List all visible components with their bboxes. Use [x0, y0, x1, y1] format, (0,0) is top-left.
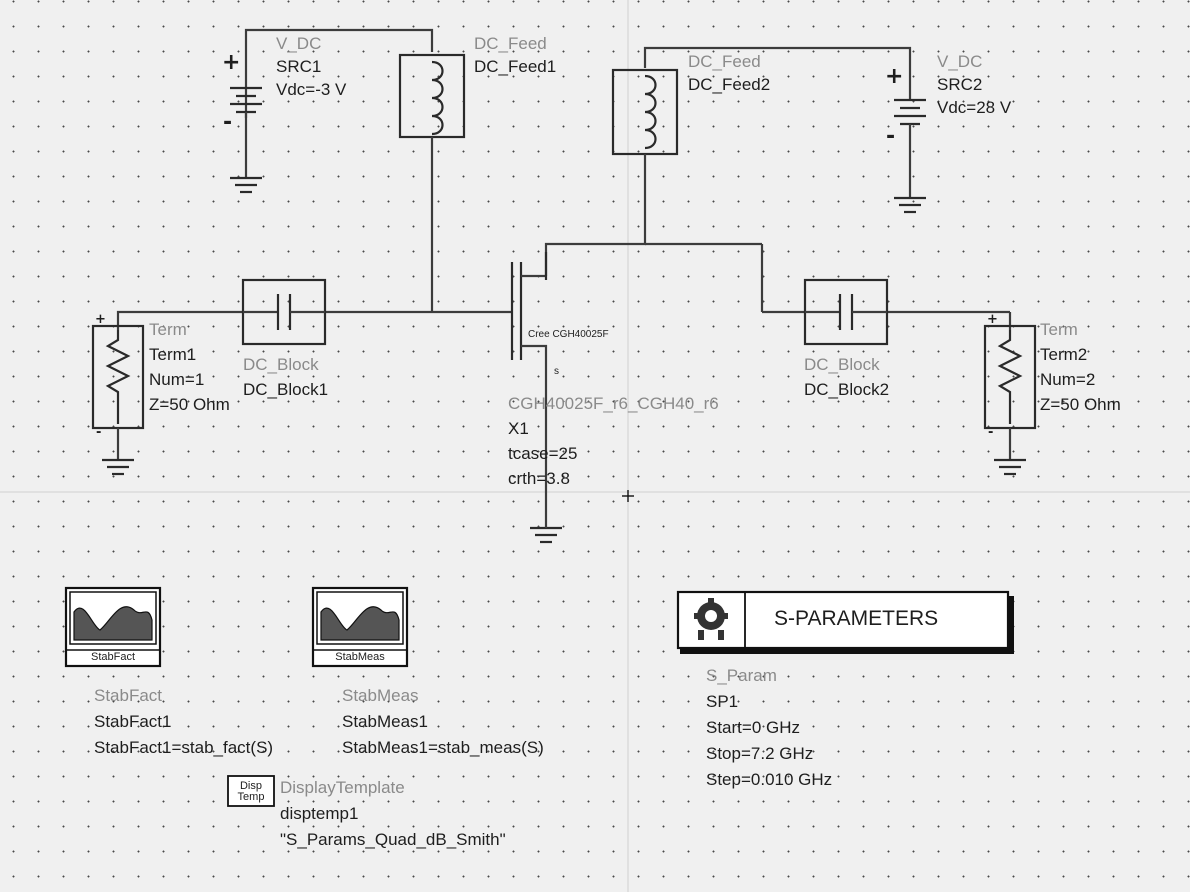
disptemp-icon-graphic	[227, 775, 275, 807]
cursor-cross	[622, 490, 634, 502]
block2-name-label[interactable]: DC_Block2	[804, 380, 890, 399]
disptemp-value-label[interactable]: "S_Params_Quad_dB_Smith"	[280, 830, 506, 849]
src1-minus-sign: -	[223, 110, 233, 135]
term1-type-label: Term	[149, 320, 187, 339]
disptemp-icon-bottom[interactable]: Temp	[237, 791, 265, 803]
stabfact-icon-graphic	[64, 586, 162, 668]
sparam-step-label[interactable]: Step=0.010 GHz	[706, 770, 833, 789]
term1-minus-sign: -	[96, 425, 102, 440]
src2-param-label[interactable]: Vdc=28 V	[937, 98, 1012, 117]
src2-minus-sign: -	[886, 124, 896, 149]
feed2-type-label: DC_Feed	[688, 52, 761, 71]
term1-plus-sign: +	[95, 312, 106, 327]
src1-plus-sign: +	[222, 50, 241, 75]
term1-z-label[interactable]: Z=50 Ohm	[149, 395, 230, 414]
src2-name-label[interactable]: SRC2	[937, 75, 983, 94]
sparam-stop-label[interactable]: Stop=7.2 GHz	[706, 744, 814, 763]
transistor-pin-label: s	[554, 366, 559, 377]
transistor-name-label[interactable]: X1	[508, 419, 529, 438]
stabmeas-icon-label[interactable]: StabMeas	[335, 651, 385, 663]
src2-type-label: V_DC	[937, 52, 983, 71]
term2-plus-sign: +	[987, 312, 998, 327]
disptemp-type-label: DisplayTemplate	[280, 778, 405, 797]
sparam-start-label[interactable]: Start=0 GHz	[706, 718, 801, 737]
dc-feed1-symbol	[398, 53, 466, 312]
input-line	[116, 310, 512, 330]
term1-num-label[interactable]: Num=1	[149, 370, 205, 389]
term2-type-label: Term	[1040, 320, 1078, 339]
term2-z-label[interactable]: Z=50 Ohm	[1040, 395, 1121, 414]
disptemp-icon-top[interactable]: Disp	[239, 780, 262, 792]
sparam-name-label[interactable]: SP1	[706, 692, 739, 711]
term2-name-label[interactable]: Term2	[1040, 345, 1088, 364]
stabfact-icon-label[interactable]: StabFact	[90, 651, 136, 663]
stabmeas-icon-graphic	[311, 586, 409, 668]
sparam-title[interactable]: S-PARAMETERS	[774, 607, 939, 630]
transistor-tcase-label[interactable]: tcase=25	[508, 444, 578, 463]
feed2-name-label[interactable]: DC_Feed2	[688, 75, 771, 94]
block2-type-label: DC_Block	[804, 355, 880, 374]
src2-plus-sign: +	[885, 64, 904, 89]
stabmeas-expr-label[interactable]: StabMeas1=stab_meas(S)	[342, 738, 544, 757]
transistor-device-label: Cree CGH40025F	[528, 329, 609, 340]
feed1-type-label: DC_Feed	[474, 34, 547, 53]
term2-symbol	[983, 324, 1037, 476]
transistor-crth-label[interactable]: crth=3.8	[508, 469, 570, 488]
stabmeas-name-label[interactable]: StabMeas1	[342, 712, 428, 731]
block1-name-label[interactable]: DC_Block1	[243, 380, 329, 399]
src1-name-label[interactable]: SRC1	[276, 57, 322, 76]
src1-type-label: V_DC	[276, 34, 322, 53]
transistor-symbol	[510, 252, 562, 544]
dc-feed2-symbol	[544, 46, 912, 312]
dc-block1-symbol	[241, 278, 327, 346]
src1-symbol	[230, 28, 434, 194]
block1-type-label: DC_Block	[243, 355, 319, 374]
feed1-name-label[interactable]: DC_Feed1	[474, 57, 557, 76]
sparam-type-label: S_Param	[706, 666, 777, 685]
sparam-box	[676, 590, 1014, 654]
sparam-gear-glyph	[694, 598, 728, 640]
term1-symbol	[91, 324, 145, 476]
stabfact-name-label[interactable]: StabFact1	[94, 712, 172, 731]
stabfact-type-label: StabFact	[94, 686, 163, 705]
stabfact-expr-label[interactable]: StabFact1=stab_fact(S)	[94, 738, 274, 757]
stabmeas-type-label: StabMeas	[342, 686, 419, 705]
term2-num-label[interactable]: Num=2	[1040, 370, 1096, 389]
term1-name-label[interactable]: Term1	[149, 345, 197, 364]
dc-block2-symbol	[803, 278, 889, 346]
src1-param-label[interactable]: Vdc=-3 V	[276, 80, 347, 99]
transistor-model-label: CGH40025F_r6_CGH40_r6	[508, 394, 719, 413]
term2-minus-sign: -	[988, 425, 994, 440]
disptemp-name-label[interactable]: disptemp1	[280, 804, 359, 823]
src2-symbol	[894, 70, 926, 214]
